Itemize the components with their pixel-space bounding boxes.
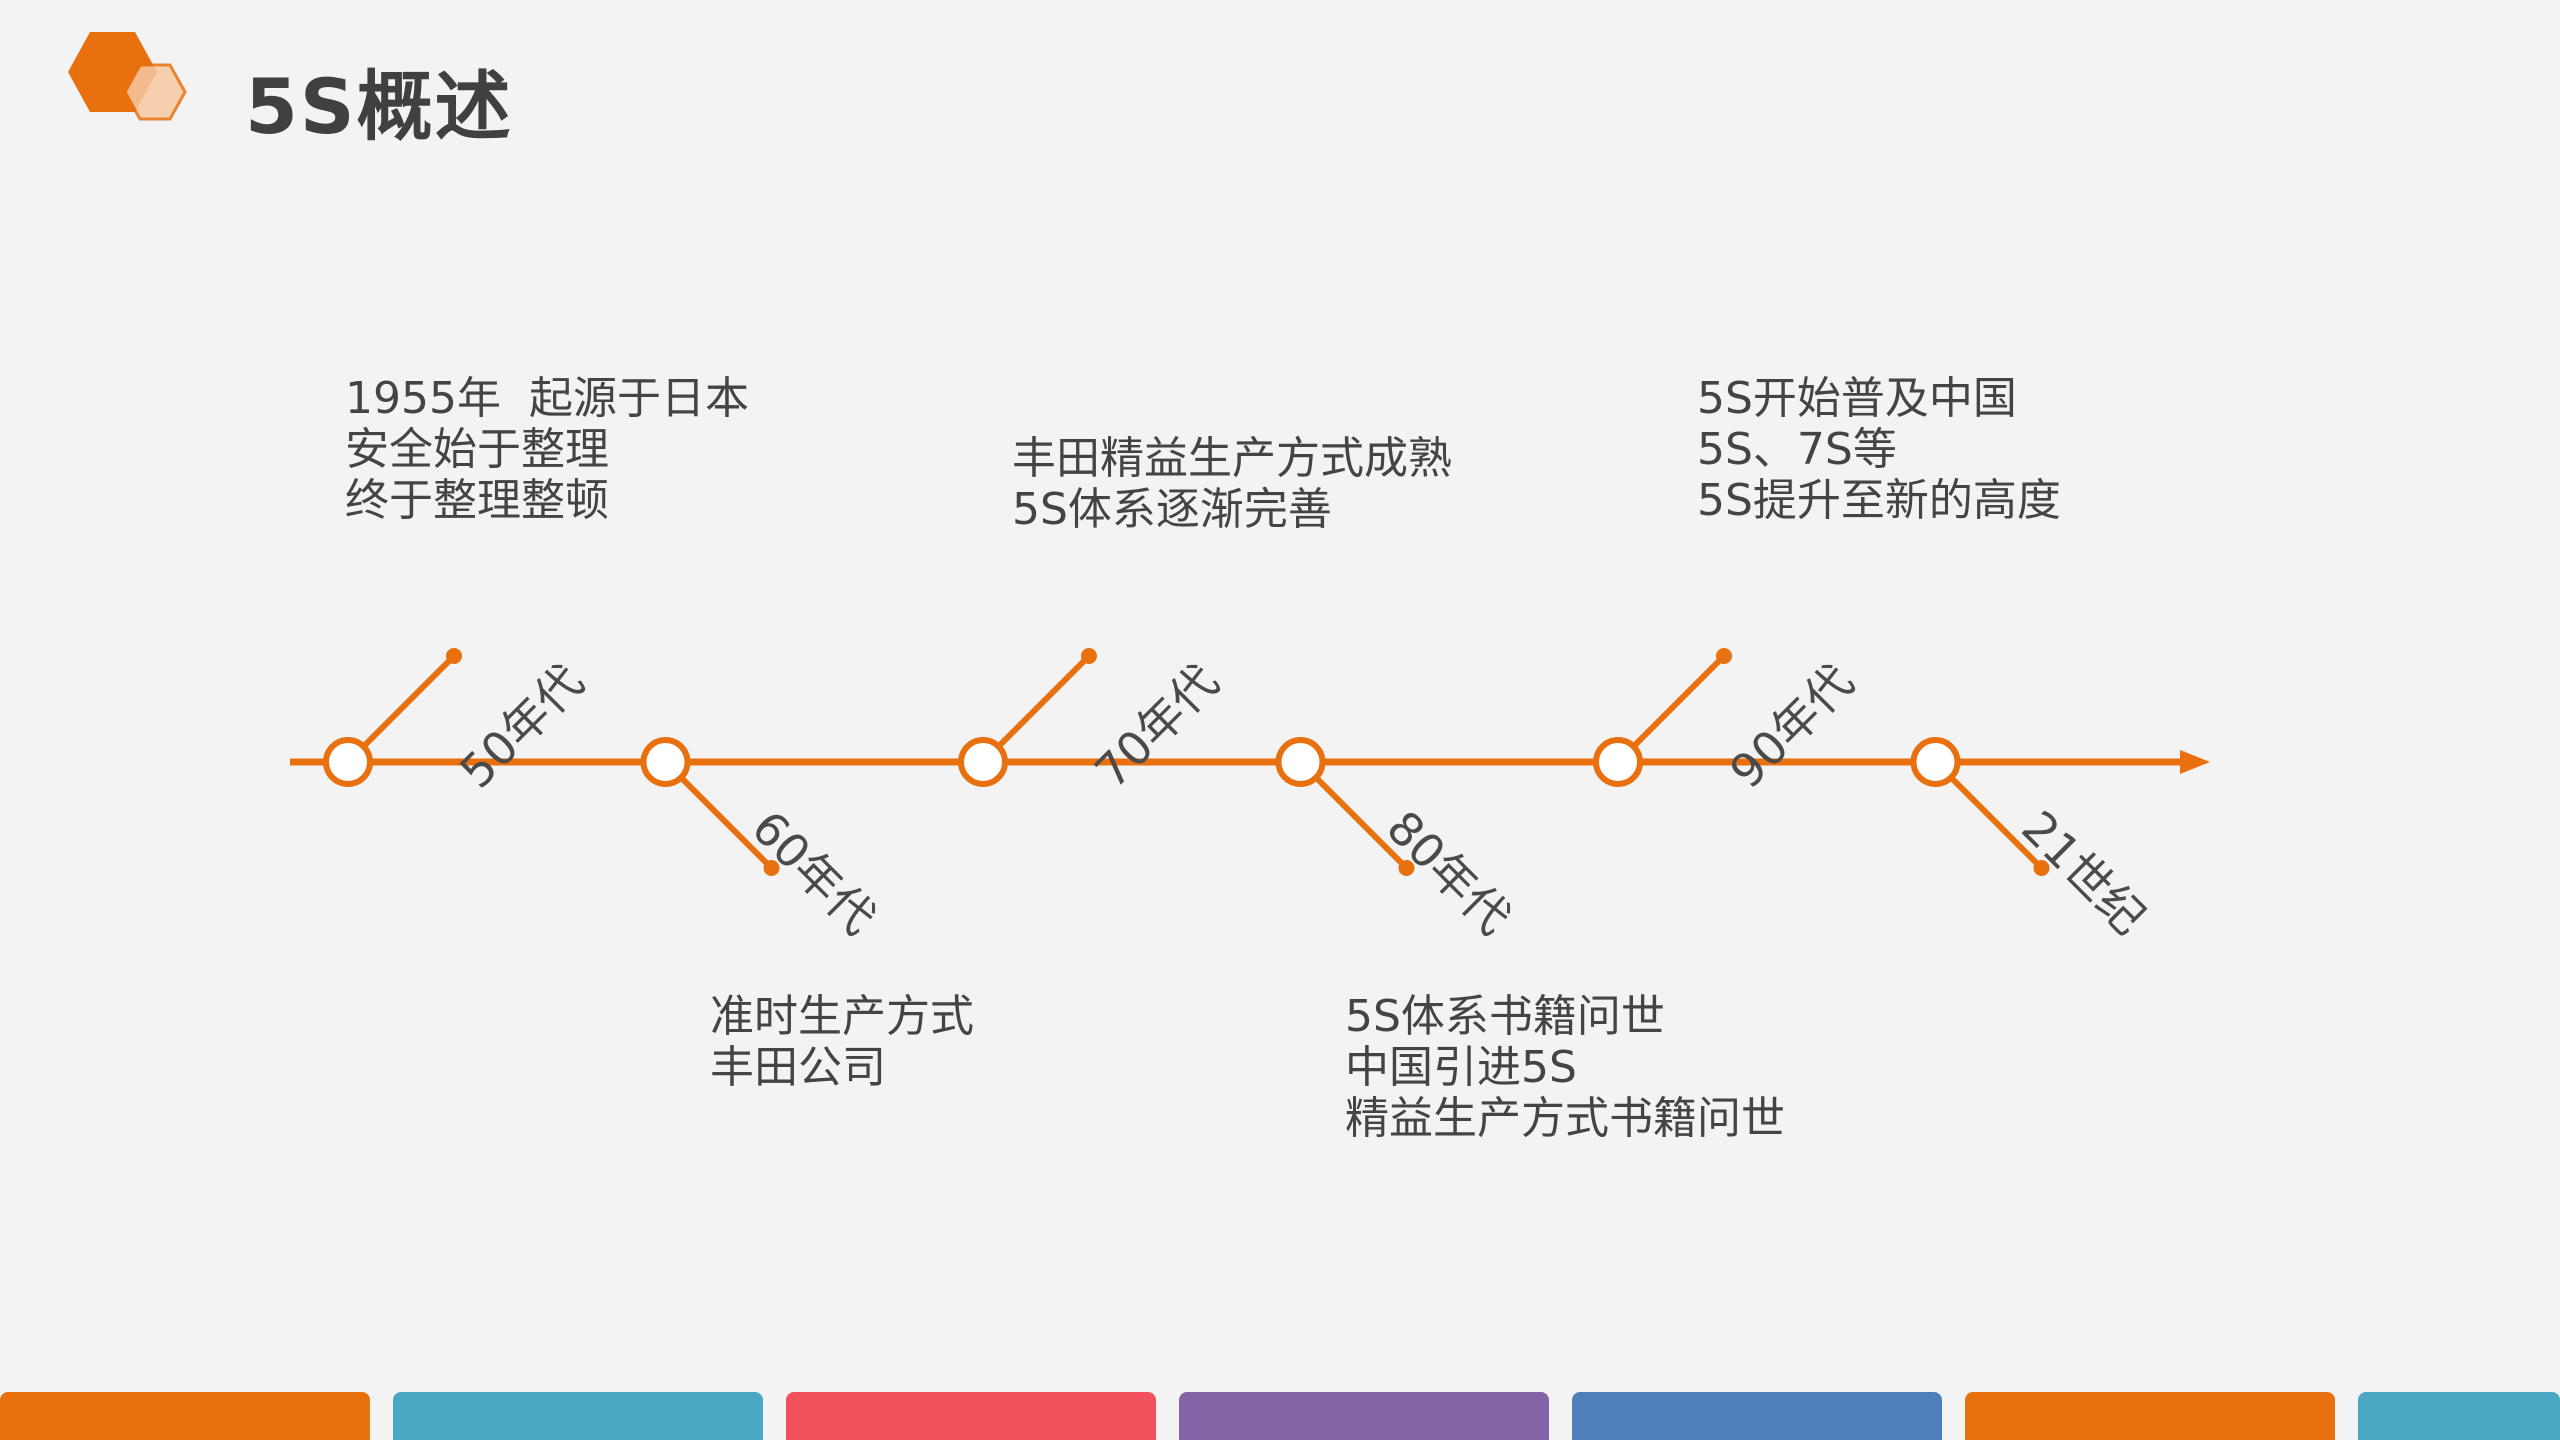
timeline-node xyxy=(640,737,691,787)
timeline-node xyxy=(323,737,373,787)
description-line: 1955年 起源于日本 xyxy=(345,373,749,424)
color-bar xyxy=(1965,1392,2335,1440)
color-bar xyxy=(786,1392,1156,1440)
description-line: 丰田公司 xyxy=(710,1042,886,1093)
color-bar xyxy=(0,1392,370,1440)
timeline-branch-dot xyxy=(1716,648,1732,664)
hexagon-logo-icon xyxy=(68,32,187,121)
description-line: 准时生产方式 xyxy=(710,991,974,1042)
timeline-node xyxy=(1593,737,1643,787)
timeline-node xyxy=(1275,737,1326,787)
color-bar xyxy=(2358,1392,2560,1440)
description-line: 5S提升至新的高度 xyxy=(1697,475,2061,526)
color-bar xyxy=(1179,1392,1549,1440)
description-line: 5S体系逐渐完善 xyxy=(1012,484,1332,535)
description-line: 5S开始普及中国 xyxy=(1697,373,2017,424)
description-1955: 1955年 起源于日本 安全始于整理 终于整理整顿 xyxy=(345,373,749,526)
timeline-arrowhead xyxy=(2180,750,2210,774)
timeline-branch-dot xyxy=(1398,860,1415,876)
description-80s: 5S体系书籍问世 中国引进5S 精益生产方式书籍问世 xyxy=(1345,991,1785,1144)
timeline-branch-dot xyxy=(446,648,462,664)
color-bar xyxy=(393,1392,763,1440)
color-bar xyxy=(1572,1392,1942,1440)
bottom-color-bars xyxy=(0,1392,2560,1440)
description-line: 精益生产方式书籍问世 xyxy=(1345,1093,1785,1144)
page-title: 5S概述 xyxy=(245,62,513,151)
description-line: 5S体系书籍问世 xyxy=(1345,991,1665,1042)
timeline-branch-dot xyxy=(2033,860,2050,876)
description-line: 5S、7S等 xyxy=(1697,424,1897,475)
description-60s: 准时生产方式 丰田公司 xyxy=(710,991,974,1093)
timeline-branch-dot xyxy=(763,860,780,876)
timeline-node xyxy=(1910,737,1961,787)
description-line: 终于整理整顿 xyxy=(345,475,609,526)
description-line: 中国引进5S xyxy=(1345,1042,1577,1093)
description-90s: 5S开始普及中国 5S、7S等 5S提升至新的高度 xyxy=(1697,373,2061,526)
description-70s: 丰田精益生产方式成熟 5S体系逐渐完善 xyxy=(1012,433,1452,535)
description-line: 安全始于整理 xyxy=(345,424,609,475)
description-line: 丰田精益生产方式成熟 xyxy=(1012,433,1452,484)
timeline-branch-dot xyxy=(1081,648,1097,664)
timeline-node xyxy=(958,737,1008,787)
